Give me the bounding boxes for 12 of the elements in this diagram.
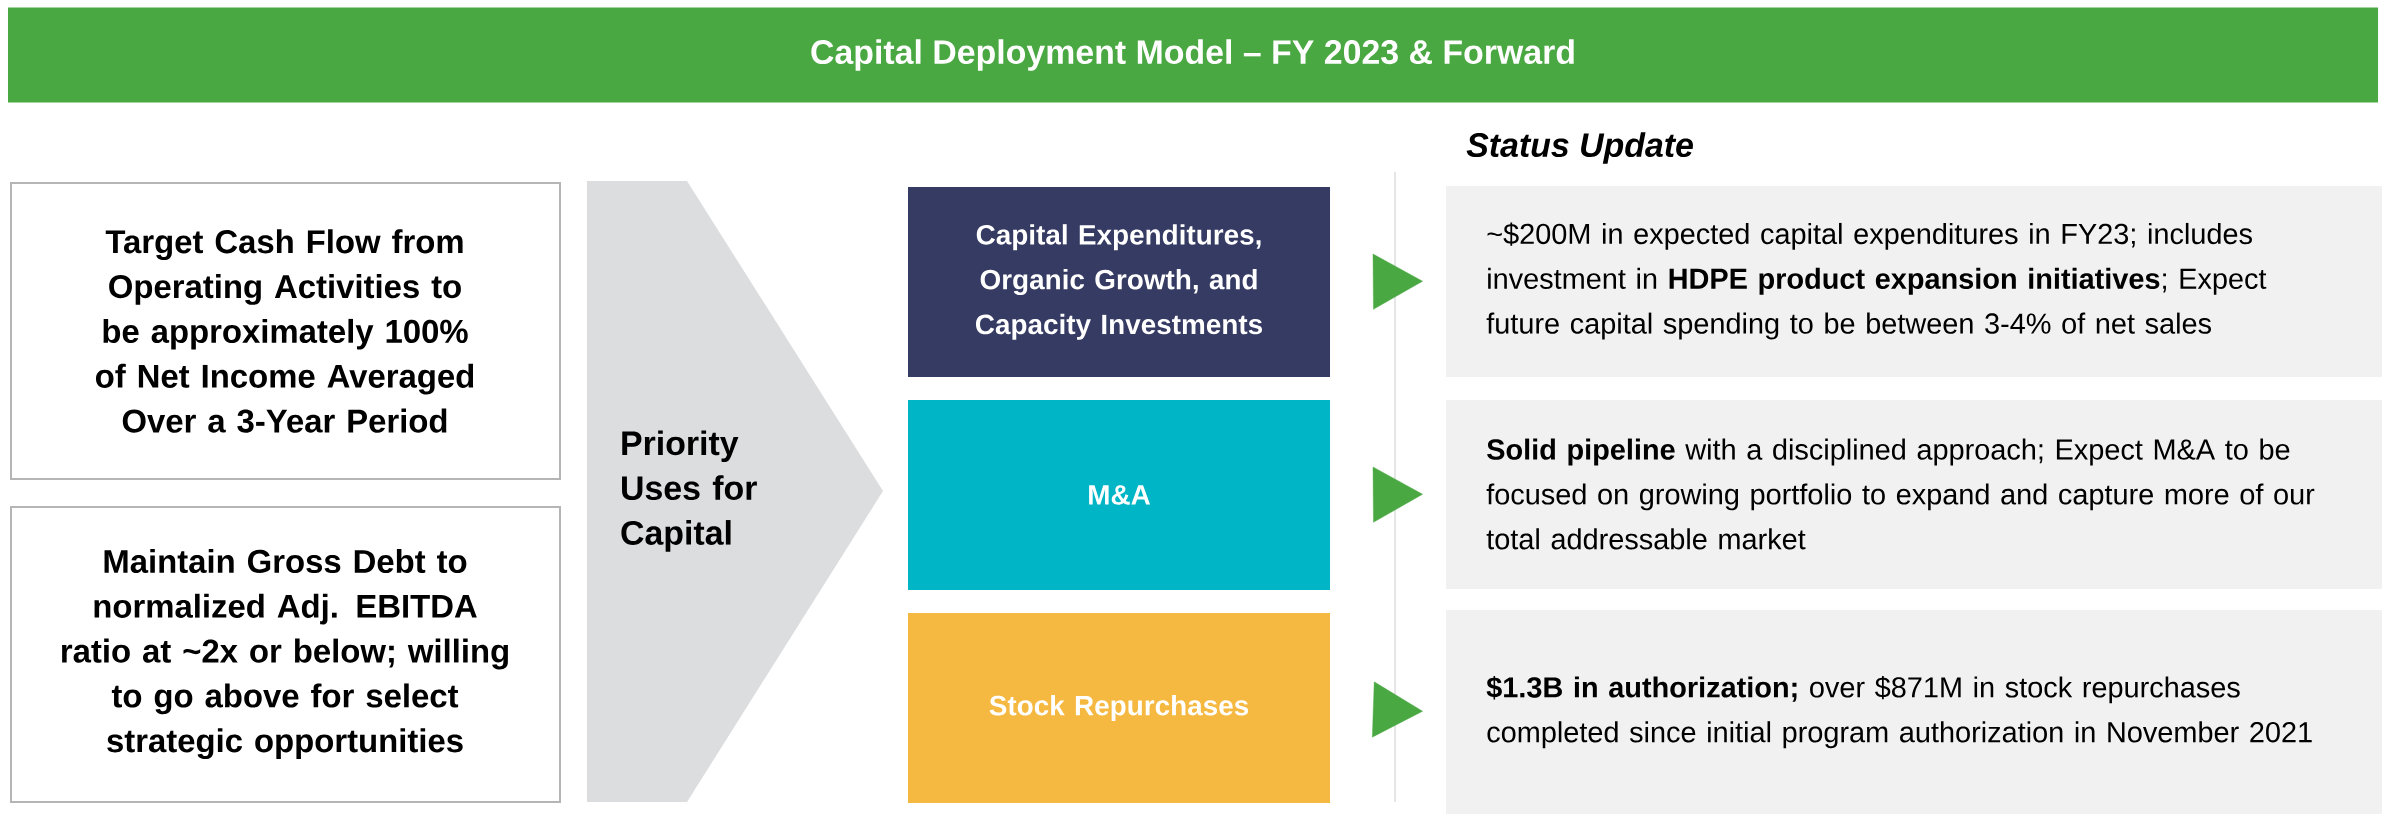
target-box: Target Cash Flow from Operating Activities to be approximately 100% of Net Income Averaged Over a 3-Year Period <box>10 182 561 480</box>
title-banner: Capital Deployment Model – FY 2023 & Forward <box>8 7 2379 103</box>
triangle-arrow <box>1372 253 1423 310</box>
status-box: Solid pipeline with a disciplined approach; Expect M&A to be focused on growing portfolio to expand and capture more of our total addressable market <box>1446 400 2383 589</box>
target-box: Maintain Gross Debt to normalized Adj. EBITDA ratio at ~2x or below; willing to go above for select strategic opportunities <box>10 506 561 803</box>
triangle-arrow <box>1372 466 1423 523</box>
category-box: Capital Expenditures, Organic Growth, and Capacity Investments <box>908 187 1330 377</box>
category-box: M&A <box>908 400 1330 590</box>
triangle-arrow <box>1372 681 1423 738</box>
category-box: Stock Repurchases <box>908 613 1330 803</box>
status-box: ~$200M in expected capital expenditures in FY23; includes investment in HDPE product expansion initiatives; Expect future capital spending to be between 3-4% of net sales <box>1446 186 2383 377</box>
status-box: $1.3B in authorization; over $871M in stock repurchases completed since initial program authorization in November 2021 <box>1446 610 2383 814</box>
